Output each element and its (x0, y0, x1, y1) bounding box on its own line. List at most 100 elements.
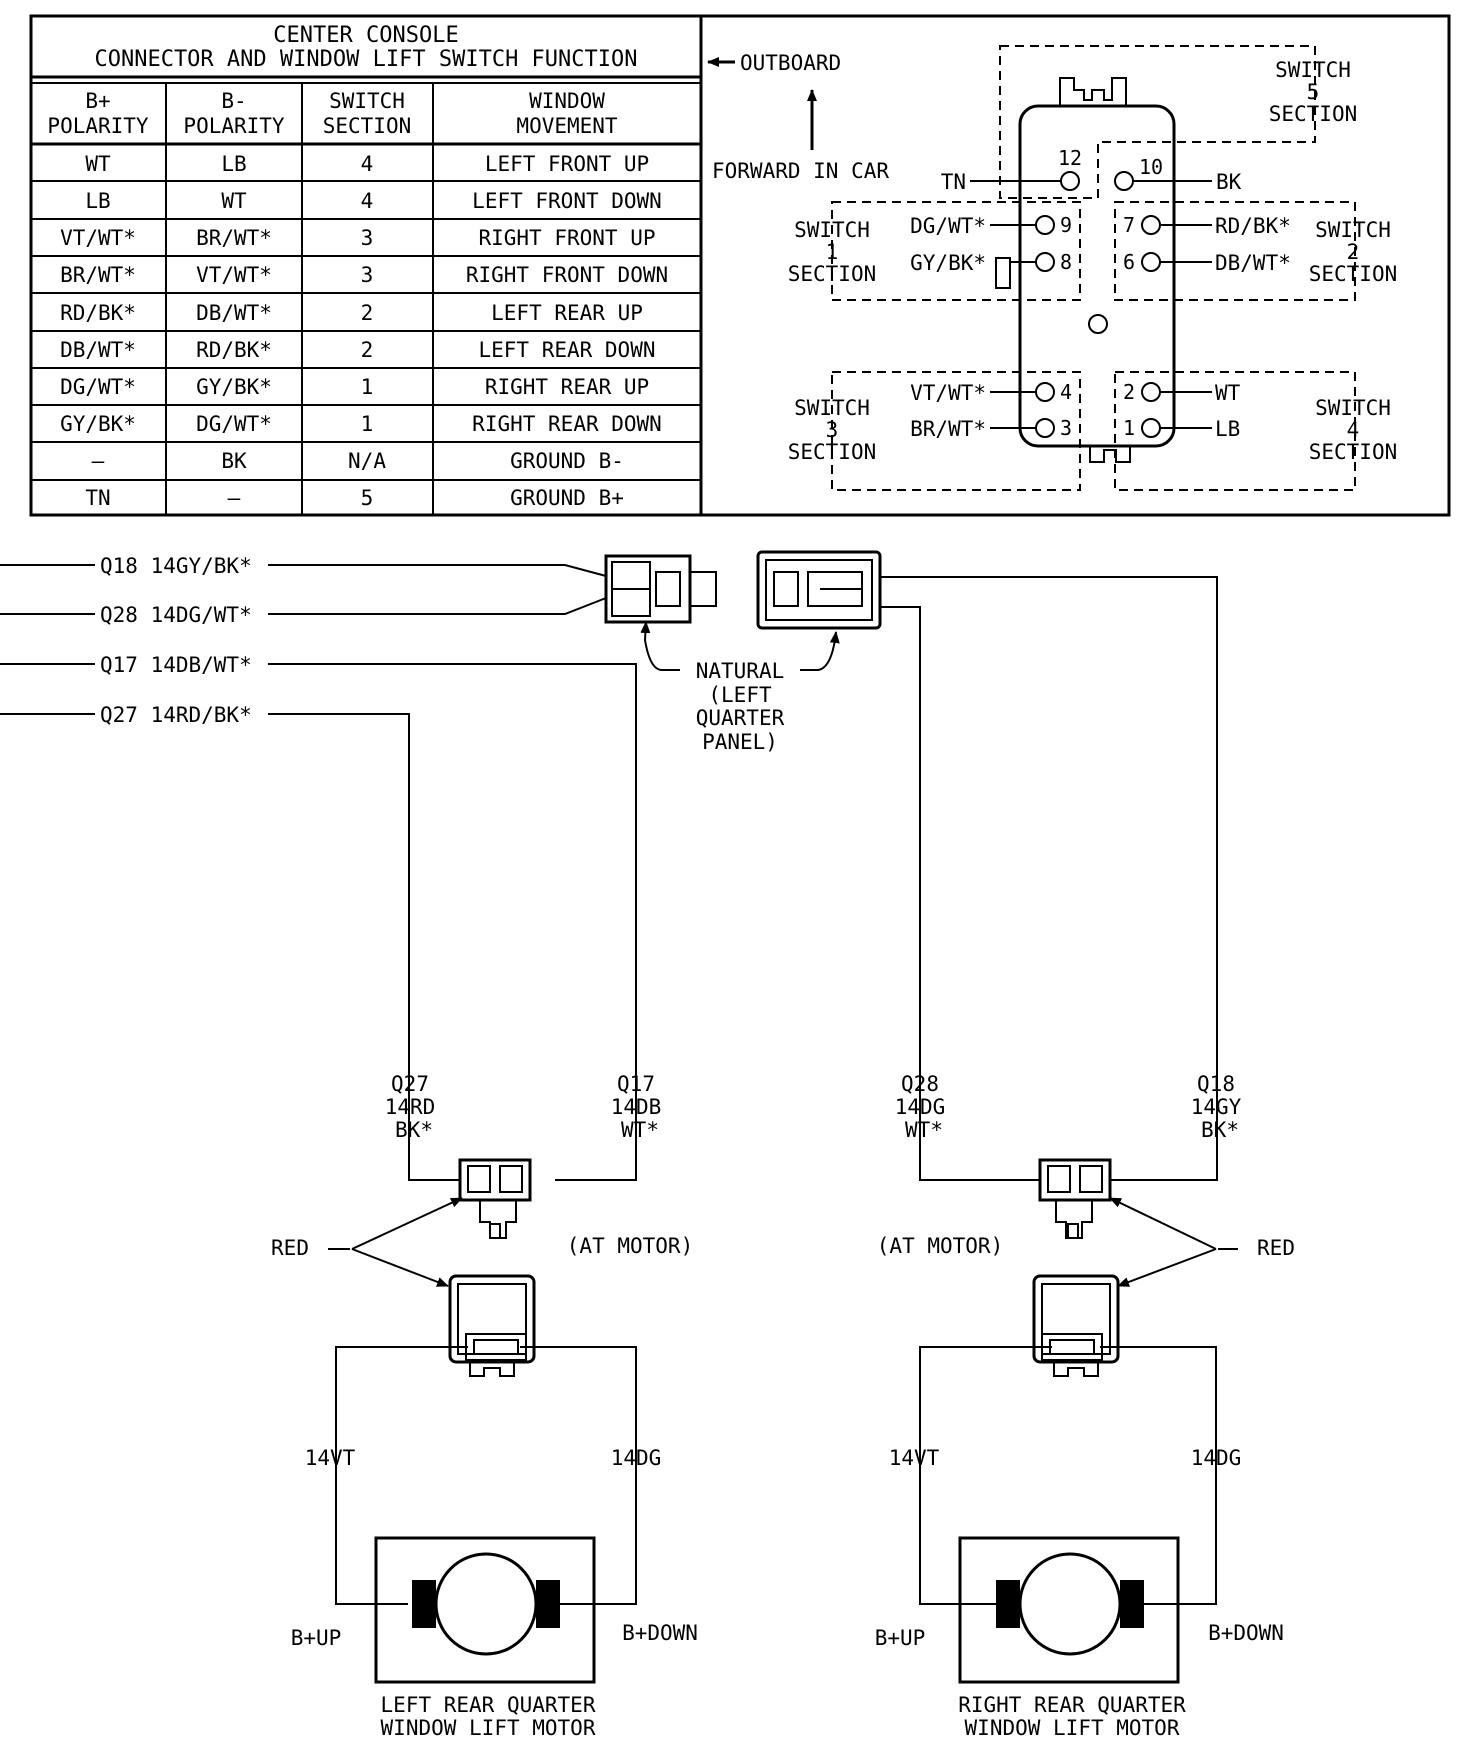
table-cell: N/A (348, 449, 386, 473)
pin-9-hole (1035, 215, 1055, 235)
circuit-q18-label: Q18 14GY/BK* (100, 554, 252, 578)
right-red-pointer-lower (1117, 1248, 1217, 1287)
table-cell: GY/BK* (60, 412, 136, 436)
left-wire-b-gauge: 14DB (611, 1095, 662, 1119)
pin-7: 7 RD/BK* (1123, 213, 1291, 238)
pin-9-number: 9 (1060, 213, 1072, 237)
left-wire-a-gauge: 14RD (385, 1095, 436, 1119)
table-cell: 2 (361, 338, 374, 362)
right-upper-connector (1038, 1158, 1112, 1239)
right-red-label: RED (1257, 1236, 1295, 1260)
right-motor-armature (1018, 1552, 1122, 1656)
left-wire-14vt (335, 1346, 468, 1605)
table-cell: LB (85, 189, 110, 213)
left-motor-housing (374, 1536, 596, 1684)
pin-4: 4 VT/WT* (910, 380, 1072, 405)
section-5-box (999, 45, 1316, 199)
table-cell: RD/BK* (60, 301, 136, 325)
wire-q18-continue (880, 576, 1218, 1181)
right-motor-assembly: Q28 14DG WT* Q18 14GY BK* RED (AT MOTOR)… (875, 1072, 1295, 1740)
left-wire-b-circuit: Q17 (617, 1072, 655, 1096)
outboard-label: OUTBOARD (740, 51, 841, 75)
pin-2: 2 WT (1123, 380, 1241, 405)
pin-7-number: 7 (1123, 213, 1135, 237)
pin-4-wire: VT/WT* (910, 381, 986, 405)
right-wire-14dg (1100, 1346, 1217, 1605)
table-cell: LEFT REAR UP (491, 301, 643, 325)
table-cell: 3 (361, 263, 374, 287)
connector-face-view: OUTBOARD FORWARD IN CAR SWITCH 5 SECTION… (707, 45, 1398, 491)
housing-latch-top (1059, 77, 1127, 106)
table-cell: DG/WT* (60, 375, 136, 399)
table-cell: WT (85, 152, 111, 176)
left-at-motor-label: (AT MOTOR) (567, 1234, 693, 1258)
right-motor-brush-right (1120, 1580, 1144, 1628)
section-3-number: 3 (826, 418, 839, 442)
wire-q17-run (268, 663, 637, 1181)
connector-housing (1018, 104, 1176, 448)
pin-4-number: 4 (1060, 380, 1072, 404)
right-down-label: B+DOWN (1208, 1621, 1284, 1645)
pin-3-hole (1035, 418, 1055, 438)
table-cell: — (228, 486, 241, 510)
right-wire-b-color: BK* (1201, 1118, 1239, 1142)
table-cell: 1 (361, 412, 374, 436)
right-motor-subtitle: WINDOW LIFT MOTOR (965, 1716, 1180, 1740)
pin-8-number: 8 (1060, 250, 1072, 274)
right-red-pointer-upper (1109, 1197, 1217, 1250)
pin-9-wire: DG/WT* (910, 214, 986, 238)
section-5-number: 5 (1307, 80, 1320, 104)
pin-12-number: 12 (1058, 146, 1082, 170)
wire-q27-run (268, 713, 460, 1181)
header-switch-2: SECTION (323, 114, 412, 138)
section-5-label: SWITCH (1275, 58, 1351, 82)
section-2-number: 2 (1347, 240, 1360, 264)
pin-6-number: 6 (1123, 250, 1135, 274)
housing-latch-bottom (1089, 446, 1131, 463)
section-1-label: SWITCH (794, 218, 870, 242)
left-wire-a-color: BK* (395, 1118, 433, 1142)
left-up-label: B+UP (291, 1626, 342, 1650)
table-row: LB WT 4 LEFT FRONT DOWN (85, 189, 661, 213)
header-b-plus-2: POLARITY (47, 114, 149, 138)
natural-location-1: (LEFT (708, 683, 772, 707)
pin-7-wire: RD/BK* (1215, 214, 1291, 238)
left-wire-a-circuit: Q27 (391, 1072, 429, 1096)
right-wire-14vt (919, 1346, 1052, 1605)
table-row: DG/WT* GY/BK* 1 RIGHT REAR UP (60, 375, 649, 399)
left-down-label: B+DOWN (622, 1621, 698, 1645)
table-row: WT LB 4 LEFT FRONT UP (85, 152, 649, 176)
table-row: RD/BK* DB/WT* 2 LEFT REAR UP (60, 301, 643, 325)
section-4-box (1114, 371, 1356, 491)
table-cell: RIGHT FRONT DOWN (466, 263, 668, 287)
natural-label: NATURAL (696, 659, 785, 683)
left-14vt-label: 14VT (305, 1446, 356, 1470)
table-cell: LEFT FRONT UP (485, 152, 649, 176)
right-up-label: B+UP (875, 1626, 926, 1650)
table-cell: WT (221, 189, 247, 213)
pin-10: 10 BK (1114, 155, 1242, 194)
wire-q28-run (268, 597, 607, 615)
pin-2-number: 2 (1123, 380, 1135, 404)
table-cell: RIGHT REAR DOWN (472, 412, 662, 436)
section-4-label-2: SECTION (1309, 440, 1398, 464)
natural-connector: NATURAL (LEFT QUARTER PANEL) (604, 550, 1218, 1181)
right-14vt-label: 14VT (889, 1446, 940, 1470)
section-2-box (1114, 201, 1356, 301)
table-cell: 2 (361, 301, 374, 325)
pin-1-wire: LB (1215, 417, 1240, 441)
natural-connector-right (756, 550, 882, 630)
table-cell: GROUND B+ (510, 486, 624, 510)
right-14dg-label: 14DG (1191, 1446, 1242, 1470)
table-cell: 1 (361, 375, 374, 399)
table-cell: VT/WT* (196, 263, 272, 287)
right-wire-a-gauge: 14DG (895, 1095, 946, 1119)
table-cell: BR/WT* (196, 226, 272, 250)
table-cell: LB (221, 152, 246, 176)
section-3-box (831, 371, 1081, 491)
table-title: CENTER CONSOLE (273, 23, 458, 48)
table-cell: DB/WT* (60, 338, 136, 362)
left-red-label: RED (271, 1236, 309, 1260)
table-cell: GY/BK* (196, 375, 272, 399)
